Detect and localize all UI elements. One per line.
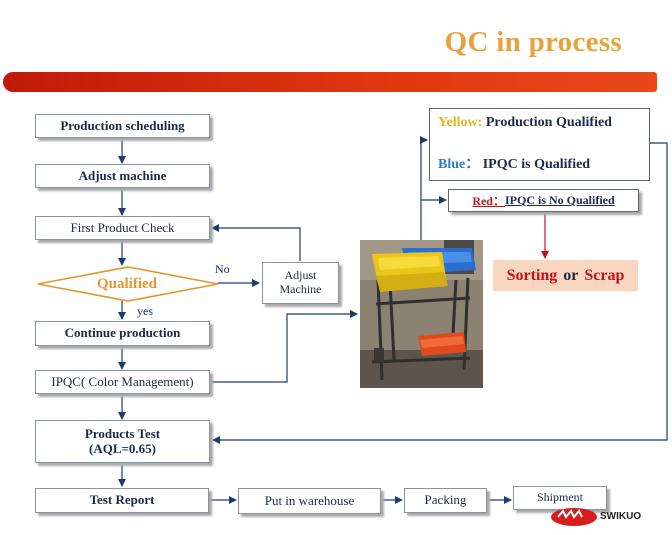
production-scheduling-label: Production scheduling bbox=[60, 117, 185, 133]
continue-production-box: Continue production bbox=[35, 321, 210, 346]
ipqc-label: IPQC( Color Management) bbox=[51, 373, 194, 389]
products-test-line1: Products Test bbox=[84, 425, 161, 441]
production-scheduling-box: Production scheduling bbox=[35, 114, 210, 138]
yellow-status-text: Production Qualified bbox=[485, 115, 612, 130]
blue-status-text: IPQC is Qualified bbox=[482, 157, 591, 172]
qc-status-panel: Yellow: Production Qualified Blue： IPQC … bbox=[429, 108, 650, 181]
put-in-warehouse-label: Put in warehouse bbox=[264, 492, 355, 508]
yes-label: yes bbox=[137, 304, 153, 318]
page-title: QC in process bbox=[444, 26, 622, 58]
bin-rack-photo bbox=[360, 240, 483, 388]
packing-box: Packing bbox=[404, 488, 487, 513]
blue-status-label: Blue： bbox=[438, 157, 480, 172]
title-underline-bar bbox=[3, 72, 657, 92]
yellow-status-row: Yellow: Production Qualified bbox=[438, 115, 612, 131]
sorting-label: Sorting bbox=[506, 266, 558, 284]
arrow-ipqc-to-photo bbox=[210, 310, 358, 383]
logo-text: SWIKUO bbox=[600, 511, 642, 522]
test-report-label: Test Report bbox=[89, 492, 155, 508]
first-product-check-label: First Product Check bbox=[70, 219, 175, 235]
adjust-machine-side-box: Adjust Machine bbox=[262, 262, 339, 304]
yellow-status-label: Yellow: bbox=[438, 115, 483, 130]
adjust-machine-box: Adjust machine bbox=[35, 164, 210, 188]
or-label: or bbox=[563, 266, 579, 284]
red-status-text: IPQC is No Qualified bbox=[504, 193, 615, 207]
qualified-label: Qualified bbox=[96, 275, 157, 292]
test-report-box: Test Report bbox=[35, 488, 209, 513]
no-label: No bbox=[215, 262, 230, 276]
adjust-machine-side-line2: Machine bbox=[279, 282, 322, 296]
products-test-box: Products Test (AQL=0.65) bbox=[35, 420, 210, 463]
swikuo-logo: SWIKUO bbox=[548, 500, 658, 530]
sorting-or-scrap-box: Sorting or Scrap bbox=[493, 260, 638, 291]
arrow-qcpanel-to-productstest bbox=[212, 142, 668, 444]
put-in-warehouse-box: Put in warehouse bbox=[238, 488, 381, 514]
arrow-adjust-side-back-to-firstcheck bbox=[211, 224, 301, 261]
swikuo-logo-icon bbox=[551, 508, 597, 526]
red-status-box: Red： IPQC is No Qualified bbox=[448, 189, 639, 212]
adjust-machine-label: Adjust machine bbox=[78, 167, 167, 183]
red-status-label: Red： bbox=[472, 194, 505, 208]
adjust-machine-side-line1: Adjust bbox=[284, 268, 317, 283]
continue-production-label: Continue production bbox=[64, 325, 181, 341]
arrow-photo-to-qcpanel bbox=[420, 136, 428, 240]
blue-status-row: Blue： IPQC is Qualified bbox=[438, 153, 590, 173]
products-test-line2: (AQL=0.65) bbox=[89, 440, 156, 456]
shipment-box: Shipment bbox=[513, 486, 607, 510]
packing-label: Packing bbox=[424, 492, 467, 508]
ipqc-box: IPQC( Color Management) bbox=[35, 370, 210, 394]
qualified-decision-diamond bbox=[37, 266, 219, 302]
first-product-check-box: First Product Check bbox=[35, 216, 210, 240]
scrap-label: Scrap bbox=[584, 266, 625, 284]
shipment-label: Shipment bbox=[536, 490, 583, 505]
